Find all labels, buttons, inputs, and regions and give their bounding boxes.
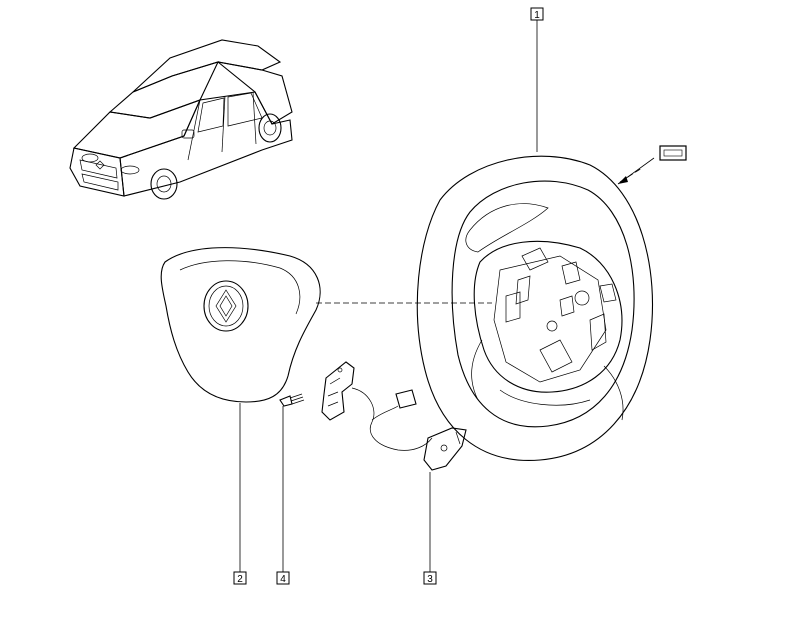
callout-1: 1	[530, 7, 544, 21]
callout-3-label: 3	[427, 574, 433, 585]
callout-4-label: 4	[280, 574, 286, 585]
callout-4: 4	[276, 571, 290, 585]
callout-2-label: 2	[237, 574, 243, 585]
car-illustration	[69, 39, 293, 200]
screw	[279, 393, 305, 407]
switch-bracket	[423, 427, 467, 471]
steering-control-switch	[321, 361, 433, 451]
steering-wheel	[416, 155, 653, 462]
leader-lines	[239, 20, 538, 572]
callout-2: 2	[233, 571, 247, 585]
rectangle-note-icon	[617, 145, 687, 185]
airbag-cushion	[160, 247, 321, 403]
callout-1-label: 1	[534, 10, 540, 21]
assembly-lines	[316, 167, 643, 304]
callout-3: 3	[423, 571, 437, 585]
